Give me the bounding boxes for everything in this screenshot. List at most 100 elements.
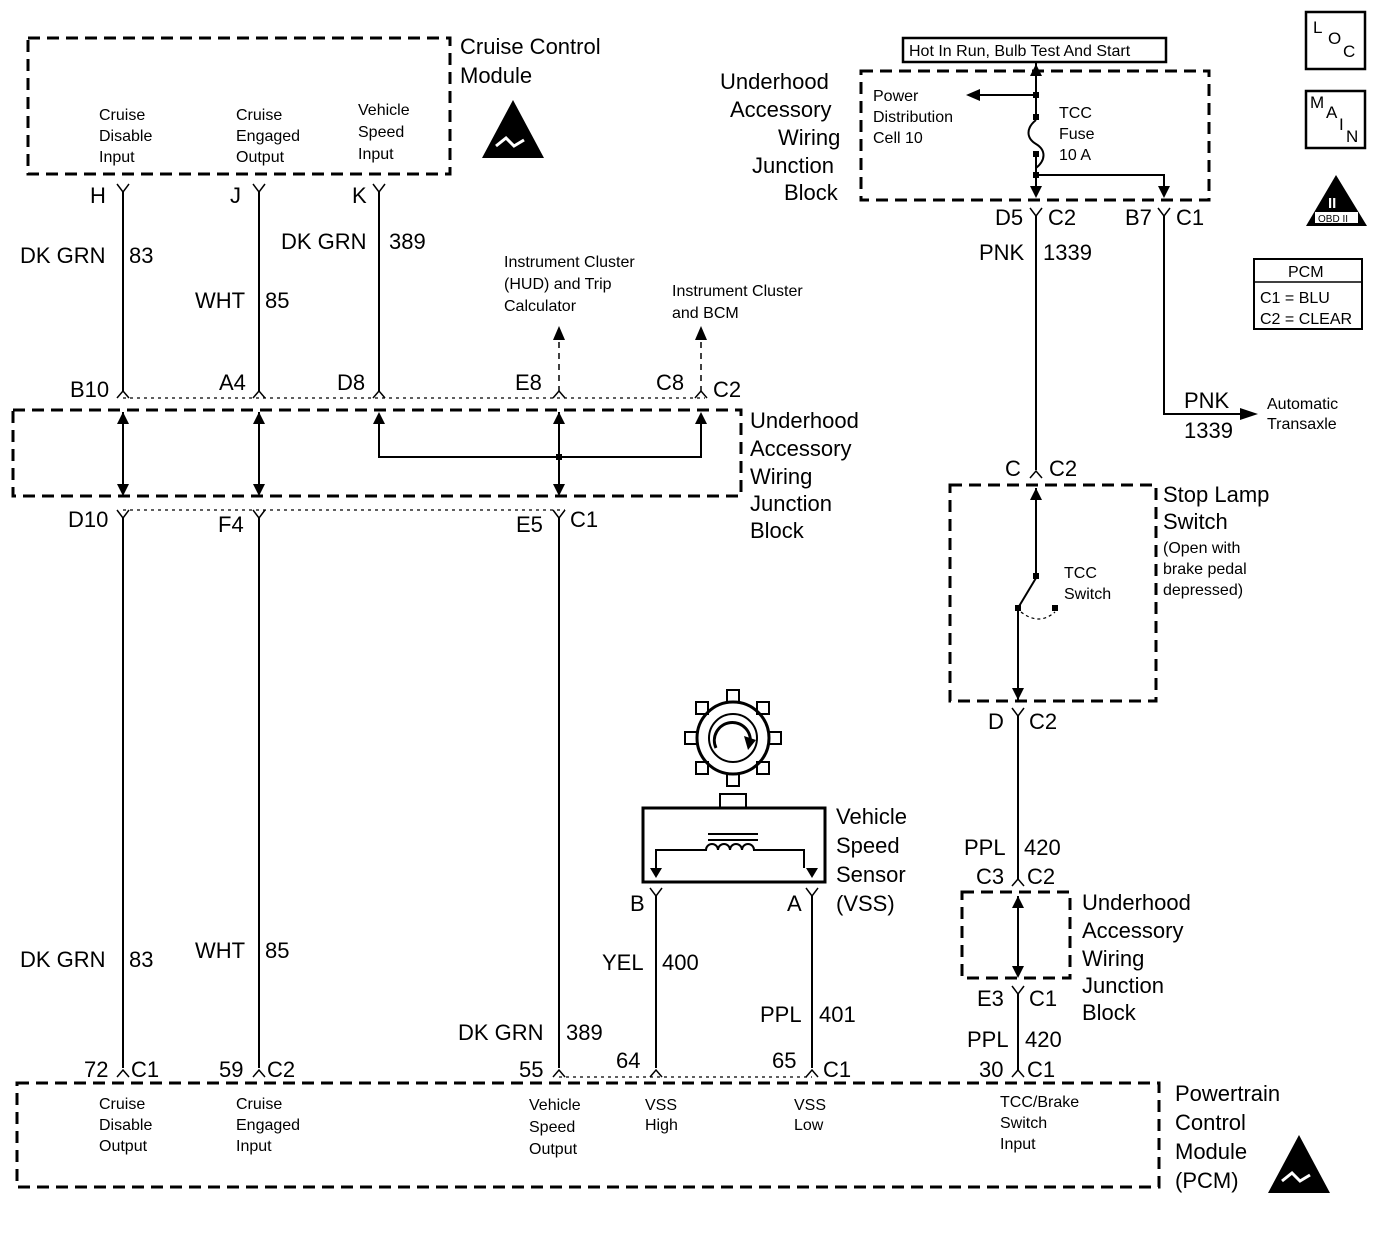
vss-pin-a: A [787, 891, 802, 916]
pin-letter-h: H [90, 183, 106, 208]
cruise-pin-h-label-3: Input [99, 149, 135, 166]
cruise-pin-h-label-1: Cruise [99, 107, 145, 124]
junction-block-small: C3 C2 E3 C1 Underhood Accessory Wiring J… [960, 864, 1191, 1025]
fuse-block-title-4: Junction [752, 153, 834, 178]
vss-title-2: Speed [836, 833, 900, 858]
junction-main-title-4: Junction [750, 491, 832, 516]
stop-lamp-pin-c-conn: C2 [1049, 456, 1077, 481]
junction-main-title-5: Block [750, 518, 805, 543]
main-icon-letter: A [1326, 103, 1338, 122]
small-jb-pin-e3-conn: C1 [1029, 986, 1057, 1011]
pin-c8: C8 [656, 370, 684, 395]
small-jb-title-1: Underhood [1082, 890, 1191, 915]
power-dist-3: Cell 10 [873, 130, 923, 147]
loc-icon-letter: O [1328, 29, 1341, 48]
main-icon-letter: I [1339, 115, 1344, 134]
pcm-table-row-1: C1 = BLU [1260, 290, 1330, 307]
main-icon: M A I N [1304, 89, 1367, 150]
transaxle-wire-num: 1339 [1184, 418, 1233, 443]
fuse-icon [1033, 114, 1039, 120]
dest-hud-1: Instrument Cluster [504, 254, 635, 271]
wire-label-400: 400 [662, 950, 699, 975]
pin-a4: A4 [219, 370, 246, 395]
small-jb-title-2: Accessory [1082, 918, 1183, 943]
dest-bcm-2: and BCM [672, 305, 739, 322]
wire-label-pnk: PNK [979, 240, 1025, 265]
cruise-pin-h-label-2: Disable [99, 128, 152, 145]
transaxle-label-2: Transaxle [1267, 416, 1337, 433]
junction-main-title-2: Accessory [750, 436, 851, 461]
pcm-pin-30: 30 [979, 1057, 1003, 1082]
pcm-pin-30-conn: C1 [1027, 1057, 1055, 1082]
wire-pnk-transaxle [1163, 216, 1240, 415]
pcm-label-64-2: High [645, 1117, 678, 1134]
gear-icon [684, 689, 782, 787]
pcm-label-72-2: Disable [99, 1117, 152, 1134]
tcc-fuse-1: TCC [1059, 105, 1092, 122]
small-jb-pin-c3-conn: C2 [1027, 864, 1055, 889]
wire-label-ppl-420-top: PPL [964, 835, 1006, 860]
wire-label-83-lower: 83 [129, 947, 153, 972]
pcm-label-55-3: Output [529, 1141, 578, 1158]
transaxle-wire-color: PNK [1184, 388, 1230, 413]
pin-c1-junction: C1 [570, 507, 598, 532]
pcm-label-65-1: VSS [794, 1097, 826, 1114]
loc-icon: L O C [1304, 10, 1367, 71]
tcc-fuse-3: 10 A [1059, 147, 1091, 164]
small-jb-pin-e3: E3 [977, 986, 1004, 1011]
pcm-label-64-1: VSS [645, 1097, 677, 1114]
pcm-label-59-1: Cruise [236, 1096, 282, 1113]
tcc-fuse-2: Fuse [1059, 126, 1095, 143]
small-jb-title-4: Junction [1082, 973, 1164, 998]
wire-label-85-lower: 85 [265, 938, 289, 963]
obd-ii-icon: II OBD II [1306, 175, 1367, 226]
stop-lamp-pin-d: D [988, 709, 1004, 734]
pin-d8: D8 [337, 370, 365, 395]
small-jb-title-3: Wiring [1082, 946, 1144, 971]
wire-label-yel: YEL [602, 950, 644, 975]
pin-b10: B10 [70, 377, 109, 402]
switch-icon [1017, 577, 1037, 609]
pin-d5: D5 [995, 205, 1023, 230]
pcm-connector-table: PCM C1 = BLU C2 = CLEAR [1253, 258, 1363, 330]
cruise-module-title-2: Module [460, 63, 532, 88]
pcm-title-3: Module [1175, 1139, 1247, 1164]
cruise-pin-j-label-1: Cruise [236, 107, 282, 124]
pcm-label-59-2: Engaged [236, 1117, 300, 1134]
fuse-banner: Hot In Run, Bulb Test And Start [909, 43, 1131, 60]
wire-label-dkgrn: DK GRN [20, 243, 106, 268]
vss-title-3: Sensor [836, 862, 906, 887]
pin-letter-k: K [352, 183, 367, 208]
wire-label-ppl: PPL [760, 1002, 802, 1027]
esd-warning-icon [482, 100, 544, 158]
pcm-title-2: Control [1175, 1110, 1246, 1135]
pin-f4: F4 [218, 512, 244, 537]
pin-e8: E8 [515, 370, 542, 395]
wire-label-1339: 1339 [1043, 240, 1092, 265]
vss-pin-b: B [630, 891, 645, 916]
pin-letter-j: J [230, 183, 241, 208]
pcm-pin-72-conn: C1 [131, 1057, 159, 1082]
pcm-label-30-3: Input [1000, 1136, 1036, 1153]
pcm-label-30-1: TCC/Brake [1000, 1094, 1079, 1111]
fuse-junction-block: Hot In Run, Bulb Test And Start Underhoo… [720, 36, 1211, 205]
pcm-title-1: Powertrain [1175, 1081, 1280, 1106]
vehicle-speed-sensor: Vehicle Speed Sensor (VSS) B A [630, 689, 907, 916]
pcm-label-72-3: Output [99, 1138, 148, 1155]
loc-icon-letter: L [1313, 18, 1322, 37]
pcm-label-65-2: Low [794, 1117, 824, 1134]
cruise-pin-k-label-1: Vehicle [358, 102, 410, 119]
pcm-pin-65: 65 [772, 1048, 796, 1073]
stop-lamp-pin-c: C [1005, 456, 1021, 481]
vss-title-1: Vehicle [836, 804, 907, 829]
stop-lamp-note-1: (Open with [1163, 540, 1240, 557]
junction-block-main: Underhood Accessory Wiring Junction Bloc… [11, 370, 859, 543]
wire-label-420-bottom: 420 [1025, 1027, 1062, 1052]
wire-label-wht: WHT [195, 288, 245, 313]
dest-hud-2: (HUD) and Trip [504, 276, 612, 293]
pin-c2-junction: C2 [713, 377, 741, 402]
stop-lamp-title-1: Stop Lamp [1163, 482, 1269, 507]
wire-label-wht-lower: WHT [195, 938, 245, 963]
connector-symbols-top [116, 183, 386, 194]
junction-main-title-1: Underhood [750, 408, 859, 433]
